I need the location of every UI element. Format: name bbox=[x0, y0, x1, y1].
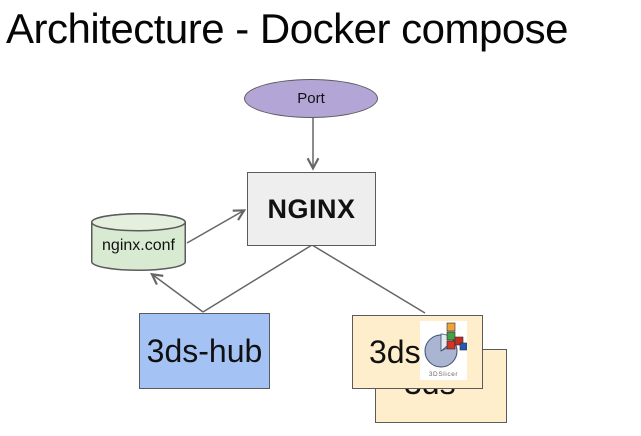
edge-nginx-to-3ds bbox=[311, 244, 426, 314]
slide-title: Architecture - Docker compose bbox=[6, 5, 569, 52]
logo-cubes bbox=[446, 322, 468, 351]
edge-nginxconf-to-nginx bbox=[186, 211, 243, 244]
3ds-front-label: 3ds bbox=[369, 333, 421, 370]
cylinder-shape bbox=[91, 213, 186, 271]
node-port: Port bbox=[244, 79, 378, 118]
node-3ds-front: 3ds 3DSlicer bbox=[352, 315, 483, 389]
edge-hub-to-nginxconf bbox=[153, 275, 204, 313]
3dslicer-logo-icon: 3DSlicer bbox=[420, 321, 468, 380]
edge-nginx-to-hub bbox=[202, 244, 313, 313]
cylinder-top bbox=[91, 213, 186, 232]
node-3ds-hub: 3ds-hub bbox=[139, 313, 270, 389]
nginx-conf-label: nginx.conf bbox=[102, 237, 175, 254]
logo-caption: 3DSlicer bbox=[429, 371, 459, 378]
node-nginx: NGINX bbox=[247, 172, 376, 246]
3ds-hub-label: 3ds-hub bbox=[146, 332, 263, 369]
nginx-label: NGINX bbox=[267, 193, 356, 224]
port-label: Port bbox=[297, 90, 325, 107]
node-nginx-conf: nginx.conf bbox=[91, 213, 186, 271]
